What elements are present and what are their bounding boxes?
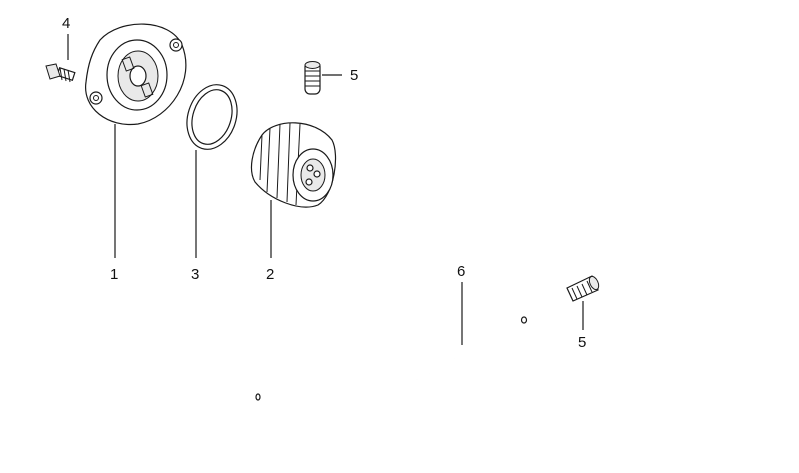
part-4-bolt — [45, 34, 76, 83]
part-2-filter — [250, 122, 337, 258]
part-6-tube — [255, 282, 528, 402]
part-5-plug-upper — [304, 61, 342, 95]
part-5-plug-lower — [566, 275, 600, 330]
part-1-cover — [85, 23, 187, 258]
callout-1: 1 — [110, 266, 118, 283]
callout-5-lower: 5 — [578, 334, 586, 351]
callout-4: 4 — [62, 15, 70, 32]
callout-3: 3 — [191, 266, 199, 283]
callout-2: 2 — [266, 266, 274, 283]
callout-6: 6 — [457, 263, 465, 280]
part-3-o-ring — [186, 84, 238, 258]
callout-5-upper: 5 — [350, 67, 358, 84]
